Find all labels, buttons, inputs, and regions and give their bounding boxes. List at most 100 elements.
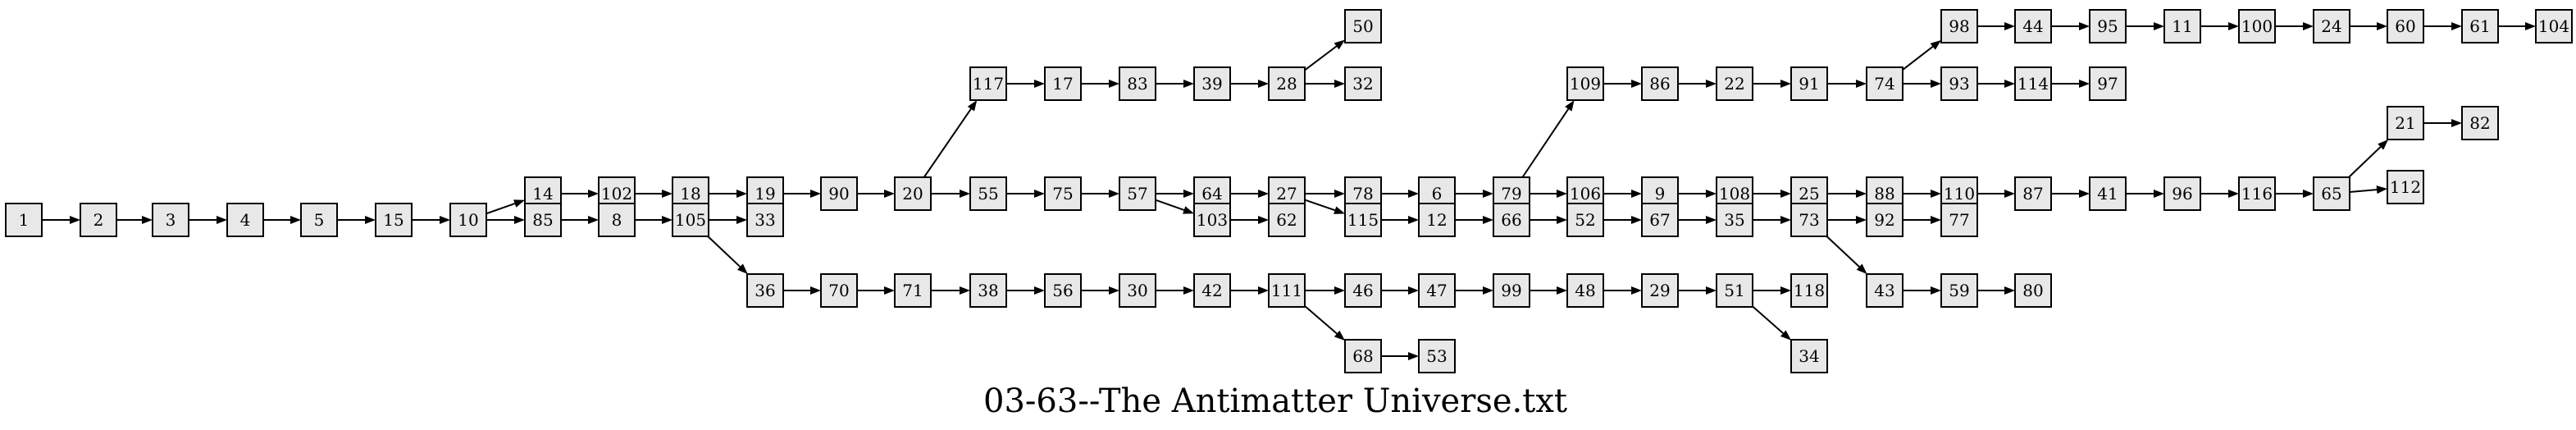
edge-arrow — [2275, 190, 2314, 198]
node-105: 105 — [672, 203, 709, 237]
node-48: 48 — [1566, 273, 1604, 308]
arrowhead — [960, 190, 970, 198]
diagram-caption: 03-63--The Antimatter Universe.txt — [983, 382, 1567, 420]
node-label: 29 — [1649, 281, 1670, 300]
node-85: 85 — [524, 203, 562, 237]
node-93: 93 — [1940, 66, 1978, 101]
node-label: 47 — [1426, 281, 1447, 300]
arrowhead — [967, 100, 978, 112]
edge-arrow — [2423, 22, 2462, 30]
node-17: 17 — [1044, 66, 1082, 101]
node-label: 51 — [1724, 281, 1744, 300]
arrowhead — [884, 286, 895, 295]
node-label: 67 — [1649, 210, 1670, 230]
node-label: 87 — [2022, 184, 2043, 204]
edge-arrow — [42, 216, 80, 224]
arrowhead — [2004, 190, 2015, 198]
node-73: 73 — [1790, 203, 1828, 237]
edge-arrow — [1753, 216, 1791, 224]
node-box — [1344, 66, 1382, 101]
node-box — [1344, 203, 1382, 237]
node-label: 18 — [680, 184, 700, 204]
arrowhead — [1931, 216, 1941, 224]
node-label: 34 — [1799, 346, 1819, 366]
edge-arrow — [1081, 80, 1119, 88]
node-42: 42 — [1193, 273, 1231, 308]
edge-arrow — [1081, 286, 1119, 295]
arrowhead — [662, 190, 672, 198]
arrowhead — [1109, 80, 1119, 88]
node-label: 55 — [978, 184, 998, 204]
node-box — [152, 203, 189, 237]
node-53: 53 — [1418, 339, 1456, 373]
node-label: 1 — [19, 210, 30, 230]
node-44: 44 — [2014, 9, 2052, 43]
node-box — [1193, 273, 1231, 308]
arrowhead — [1856, 216, 1867, 224]
edge-arrow — [1903, 216, 1941, 224]
node-box — [1119, 66, 1156, 101]
node-label: 78 — [1352, 184, 1373, 204]
arrowhead — [1334, 286, 1345, 295]
node-box — [1790, 203, 1828, 237]
node-label: 105 — [675, 210, 706, 230]
edge-arrow — [2126, 190, 2164, 198]
node-box — [2238, 9, 2276, 43]
arrowhead — [1856, 190, 1867, 198]
node-label: 65 — [2321, 184, 2341, 204]
node-box — [2089, 176, 2127, 211]
node-label: 73 — [1799, 210, 1819, 230]
edge-arrow — [412, 216, 450, 224]
node-51: 51 — [1716, 273, 1753, 308]
edge-arrow — [1977, 286, 2015, 295]
node-label: 60 — [2395, 16, 2415, 36]
node-box — [449, 203, 487, 237]
edge-line — [1304, 305, 1338, 335]
node-111: 111 — [1268, 273, 1306, 308]
node-label: 57 — [1127, 184, 1147, 204]
node-box — [1566, 203, 1604, 237]
node-label: 8 — [612, 210, 622, 230]
node-box — [300, 203, 338, 237]
node-label: 61 — [2469, 16, 2490, 36]
node-label: 10 — [458, 210, 478, 230]
node-38: 38 — [969, 273, 1007, 308]
node-label: 11 — [2172, 16, 2192, 36]
node-label: 102 — [601, 184, 632, 204]
node-label: 117 — [973, 74, 1004, 94]
arrowhead — [1780, 286, 1791, 295]
node-label: 12 — [1426, 210, 1447, 230]
node-label: 42 — [1201, 281, 1222, 300]
node-box — [746, 203, 784, 237]
node-4: 4 — [226, 203, 264, 237]
node-2: 2 — [80, 203, 117, 237]
node-label: 99 — [1501, 281, 1521, 300]
edge-arrow — [1827, 216, 1867, 224]
node-68: 68 — [1344, 339, 1382, 373]
edge-arrow — [1230, 190, 1269, 198]
edge-arrow — [2051, 80, 2090, 88]
node-box — [1493, 273, 1530, 308]
arrowhead — [1109, 286, 1119, 295]
edge-line — [2349, 189, 2378, 194]
arrowhead — [1780, 216, 1791, 224]
node-label: 38 — [978, 281, 998, 300]
edge-arrow — [337, 216, 376, 224]
node-box — [1641, 66, 1679, 101]
edge-arrow — [931, 286, 970, 295]
node-box — [1268, 273, 1306, 308]
edge-arrow — [1381, 216, 1419, 224]
node-1: 1 — [5, 203, 43, 237]
edge-arrow — [1521, 100, 1575, 178]
node-label: 80 — [2022, 281, 2043, 300]
edge-line — [1304, 199, 1336, 212]
edge-arrow — [1230, 286, 1269, 295]
node-82: 82 — [2461, 106, 2499, 140]
node-label: 35 — [1724, 210, 1744, 230]
node-label: 85 — [532, 210, 553, 230]
arrowhead — [1931, 190, 1941, 198]
node-90: 90 — [820, 176, 858, 211]
node-8: 8 — [598, 203, 636, 237]
arrowhead — [1408, 190, 1419, 198]
arrowhead — [513, 199, 525, 208]
